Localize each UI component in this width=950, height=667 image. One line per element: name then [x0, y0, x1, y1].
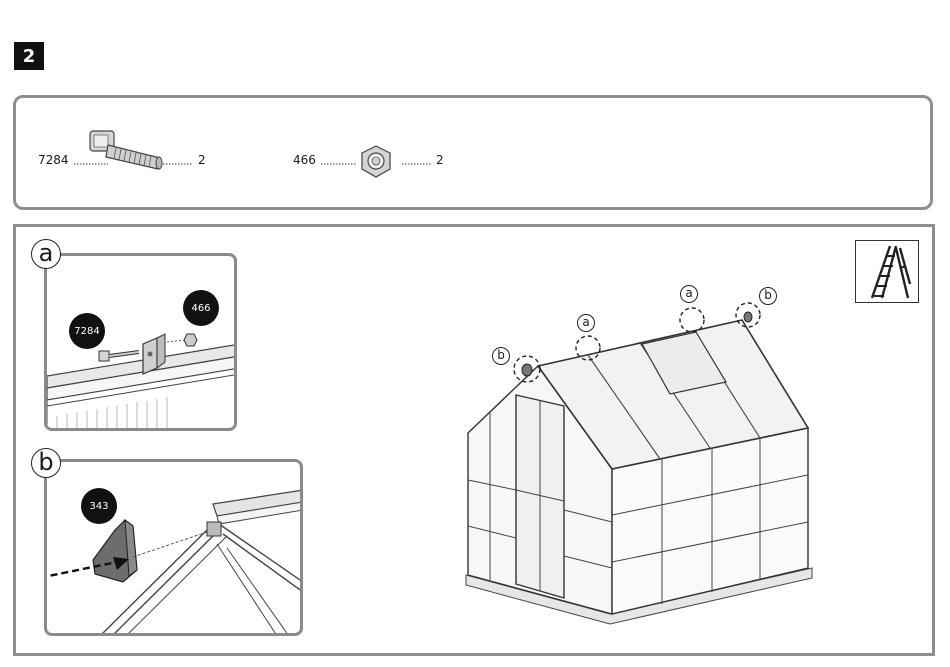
- callout-a-right: a: [680, 285, 698, 303]
- detail-b: 343: [44, 459, 303, 636]
- part-badge-7284: 7284: [69, 313, 105, 349]
- callout-b-left: b: [492, 347, 510, 365]
- nut-icon: [358, 144, 394, 180]
- parts-list: 7284 2 466 2: [13, 95, 933, 210]
- part-code-bolt: 7284: [38, 153, 69, 167]
- ladder-icon-box: [855, 240, 919, 303]
- detail-label-b: b: [31, 448, 61, 478]
- callout-a-left: a: [577, 314, 595, 332]
- roof-peak-drawing: [47, 462, 303, 636]
- detail-label-a: a: [31, 239, 61, 269]
- part-qty-nut: 2: [436, 153, 444, 167]
- part-leader-line-nut: [321, 163, 361, 166]
- ladder-icon: [864, 244, 912, 300]
- greenhouse-drawing: [460, 300, 820, 620]
- part-badge-466: 466: [183, 290, 219, 326]
- part-qty-leader-nut: [402, 163, 436, 166]
- callout-b-right: b: [759, 287, 777, 305]
- part-badge-343: 343: [81, 488, 117, 524]
- detail-a: 7284 466: [44, 253, 237, 431]
- bolt-icon: [88, 125, 168, 175]
- part-qty-bolt: 2: [198, 153, 206, 167]
- part-qty-leader: [163, 163, 197, 166]
- step-number: 2: [14, 42, 44, 70]
- part-code-nut: 466: [293, 153, 316, 167]
